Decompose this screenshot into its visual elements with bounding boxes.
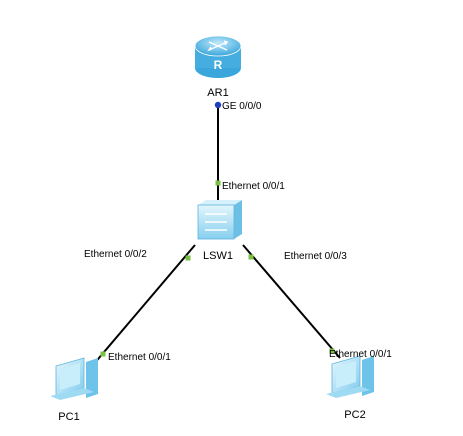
pc1-label: PC1 (58, 411, 79, 423)
port-dot-lsw1-e003 (248, 254, 254, 260)
pc-pc1[interactable] (50, 357, 98, 400)
port-label-pc2: Ethernet 0/0/1 (329, 349, 392, 360)
pc1-tower (86, 358, 98, 398)
port-dot-pc1-e001 (100, 351, 106, 357)
link-lsw1-pc1[interactable] (92, 244, 196, 366)
pc2-tower (362, 356, 374, 396)
port-label-lsw1-e002: Ethernet 0/0/2 (84, 249, 147, 260)
pc2-screen (336, 361, 356, 388)
pc1-screen (60, 363, 80, 390)
switch-side (234, 200, 242, 239)
port-label-pc1: Ethernet 0/0/1 (108, 352, 171, 363)
port-dot-ar1-ge000 (214, 101, 222, 109)
pc2-label: PC2 (344, 409, 365, 421)
pc-pc2[interactable] (326, 355, 374, 398)
router-ar1[interactable]: R (194, 35, 242, 78)
port-label-lsw1-up: Ethernet 0/0/1 (222, 181, 285, 192)
router-arrows-icon (207, 40, 229, 52)
router-label: AR1 (207, 87, 228, 99)
link-lsw1-pc2[interactable] (242, 244, 341, 359)
port-label-ar1: GE 0/0/0 (222, 101, 262, 112)
port-dot-lsw1-e001 (215, 180, 221, 186)
port-dot-lsw1-e002 (185, 255, 191, 261)
switch-lsw1[interactable] (197, 200, 242, 240)
port-label-lsw1-e003: Ethernet 0/0/3 (284, 251, 347, 262)
switch-arrows-icon (205, 213, 227, 231)
port-dot-pc2-e001 (329, 348, 335, 354)
pc1-base (50, 388, 94, 400)
router-badge: R (214, 58, 223, 72)
switch-top (198, 200, 242, 205)
switch-label: LSW1 (203, 250, 233, 262)
pc2-base (326, 386, 370, 398)
